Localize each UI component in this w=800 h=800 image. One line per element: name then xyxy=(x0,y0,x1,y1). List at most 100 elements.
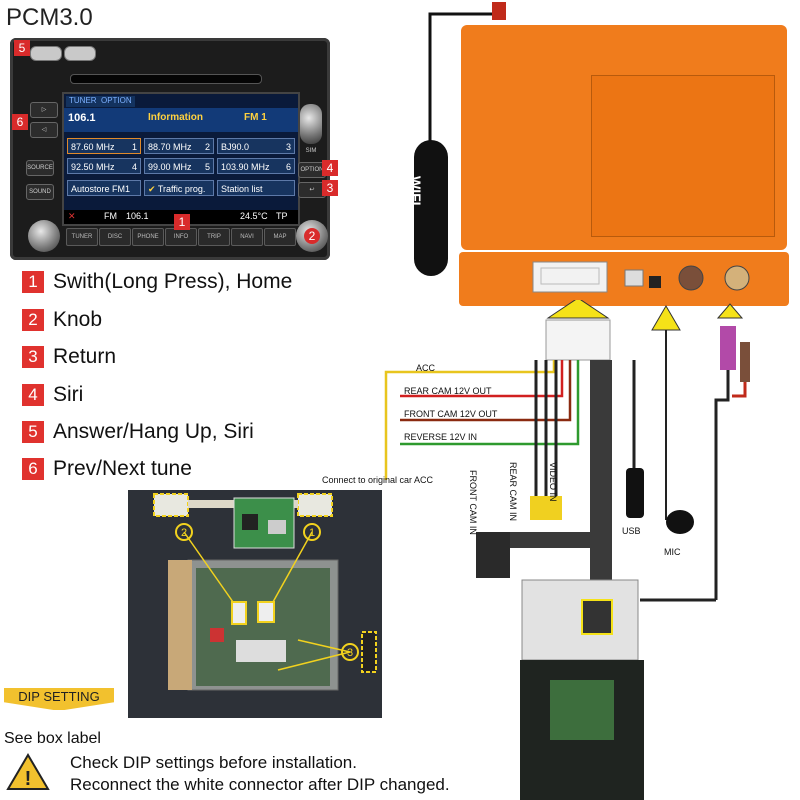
mainboard xyxy=(196,568,330,686)
legend-number: 2 xyxy=(22,309,44,331)
screen-header: 106.1 Information FM 1 xyxy=(64,108,298,132)
legend-number: 1 xyxy=(22,271,44,293)
wiring-diagram xyxy=(384,300,750,800)
status-band: FM xyxy=(104,211,117,221)
module-chip xyxy=(242,514,258,530)
legend-number: 4 xyxy=(22,384,44,406)
mic-jack xyxy=(649,276,661,288)
mic-label: MIC xyxy=(664,547,681,557)
station-list-button[interactable]: Station list xyxy=(217,180,295,196)
softkey-map[interactable]: MAP xyxy=(264,228,296,246)
wifi-antenna xyxy=(414,2,506,276)
legend-item-2: 2 Knob xyxy=(22,306,102,334)
legend-item-1: 1 Swith(Long Press), Home xyxy=(22,268,292,296)
video-in-label: VIDEO IN xyxy=(548,462,558,502)
acc-wire xyxy=(384,360,556,480)
badge-4: 4 xyxy=(322,160,338,176)
badge-1: 1 xyxy=(174,214,190,230)
legend-item-3: 3 Return xyxy=(22,343,116,371)
connector-2 xyxy=(231,601,247,625)
prev-tune-button[interactable]: ◁ xyxy=(30,122,58,138)
white-connector xyxy=(545,319,611,361)
legend-number: 3 xyxy=(22,346,44,368)
front-cam-in-label: FRONT CAM IN xyxy=(468,470,478,535)
usb-label: USB xyxy=(622,526,641,536)
legend-text: Answer/Hang Up, Siri xyxy=(53,420,254,443)
autostore-button[interactable]: Autostore FM1 xyxy=(67,180,141,196)
legend-item-5: 5 Answer/Hang Up, Siri xyxy=(22,418,254,446)
badge-2: 2 xyxy=(304,228,320,244)
box-label-recess xyxy=(591,75,775,237)
warning-text: Check DIP settings before installation. … xyxy=(70,752,450,796)
rca-rear-cam xyxy=(540,496,552,520)
legend-text: Knob xyxy=(53,308,103,331)
softkey-navi[interactable]: NAVI xyxy=(231,228,263,246)
softkey-trip[interactable]: TRIP xyxy=(198,228,230,246)
rear-board xyxy=(550,680,614,740)
status-temperature: 24.5°C xyxy=(240,211,268,221)
eject-button[interactable] xyxy=(64,46,96,61)
answer-hangup-button[interactable] xyxy=(30,46,62,61)
rear-cam-label: REAR CAM 12V OUT xyxy=(404,386,492,396)
reverse-label: REVERSE 12V IN xyxy=(404,432,478,442)
softkey-tuner[interactable]: TUNER xyxy=(66,228,98,246)
warning-icon: ! xyxy=(6,753,50,790)
head-unit-screen: TUNER OPTION 106.1 Information FM 1 87.6… xyxy=(62,92,300,226)
header-title: Information xyxy=(148,112,203,123)
volume-knob[interactable] xyxy=(28,220,60,252)
reverse-wire xyxy=(400,360,580,446)
next-tune-button[interactable]: ▷ xyxy=(30,102,58,118)
rear-cam-wire xyxy=(400,360,564,398)
usb-cable xyxy=(626,468,644,518)
source-button[interactable]: SOURCE xyxy=(26,160,54,176)
traffic-prog-button[interactable]: ✔ Traffic prog. xyxy=(144,180,214,196)
softkey-phone[interactable]: PHONE xyxy=(132,228,164,246)
interface-box-ports xyxy=(459,252,789,306)
status-frequency: 106.1 xyxy=(126,211,149,221)
label-sticker xyxy=(236,640,286,662)
main-connector-port xyxy=(532,261,608,293)
tab-tuner[interactable]: TUNER xyxy=(66,96,100,107)
legend-text: Siri xyxy=(53,383,84,406)
connector-1 xyxy=(257,601,275,623)
right-knob[interactable] xyxy=(300,104,322,144)
warning-line-1: Check DIP settings before installation. xyxy=(70,753,357,772)
sound-button[interactable]: SOUND xyxy=(26,184,54,200)
badge-6: 6 xyxy=(12,114,28,130)
pcb-install-photo: 2 1 3 xyxy=(128,490,382,718)
port-drawing xyxy=(532,261,750,293)
see-box-label: See box label xyxy=(4,730,101,747)
tab-option[interactable]: OPTION xyxy=(98,96,135,107)
softkey-info[interactable]: INFO xyxy=(165,228,197,246)
softkey-disc[interactable]: DISC xyxy=(99,228,131,246)
sim-label: SIM xyxy=(305,148,317,154)
svg-text:!: ! xyxy=(25,768,32,790)
antenna-body xyxy=(414,140,448,276)
legend-item-4: 4 Siri xyxy=(22,381,83,409)
warning-line-2: Reconnect the white connector after DIP … xyxy=(70,775,450,794)
check-icon: ✔ xyxy=(148,184,156,194)
rear-port xyxy=(581,599,613,635)
pcb-marker-2: 2 xyxy=(181,527,187,539)
diagram-title: PCM3.0 xyxy=(6,4,93,31)
badge-3: 3 xyxy=(322,180,338,196)
fakra-plug-purple xyxy=(720,326,736,370)
side-bracket xyxy=(168,560,192,690)
connect-acc-note: Connect to original car ACC xyxy=(322,475,434,485)
fakra-port-tan xyxy=(724,265,750,291)
pcb-marker-3: 3 xyxy=(347,647,353,659)
legend-number: 5 xyxy=(22,421,44,443)
usb-port xyxy=(624,269,644,287)
legend-item-6: 6 Prev/Next tune xyxy=(22,455,192,483)
arrow-main-connector xyxy=(546,300,610,319)
head-unit-rear xyxy=(521,579,639,661)
ribbon-left xyxy=(153,493,189,517)
pcb-drawing: 2 1 3 xyxy=(153,493,377,691)
acc-label: ACC xyxy=(416,363,436,373)
